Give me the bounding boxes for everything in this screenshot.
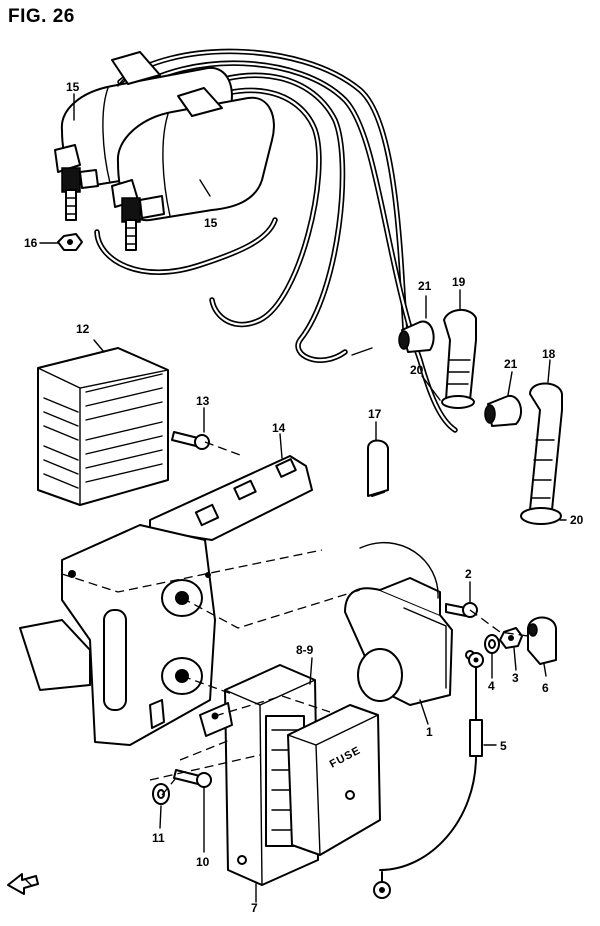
seal-21-b (484, 394, 523, 427)
callout-numbers: 15 15 16 21 19 20 21 18 17 20 12 13 14 2… (24, 80, 584, 915)
fuse-cover: FUSE (287, 704, 381, 856)
main-bracket (19, 524, 216, 746)
callout-15-rear: 15 (66, 80, 80, 94)
boot-6 (527, 616, 557, 665)
washer-4 (484, 634, 500, 654)
screw-10 (173, 769, 212, 788)
callout-2: 2 (465, 567, 472, 581)
clamp-17 (367, 439, 389, 497)
bolt-13 (171, 431, 210, 450)
nut-16 (57, 233, 83, 251)
assembly-lines (61, 441, 529, 796)
callout-13: 13 (196, 394, 210, 408)
bolt-2 (445, 602, 478, 618)
callout-5: 5 (500, 739, 507, 753)
callout-15-front: 15 (204, 216, 218, 230)
callout-1: 1 (426, 725, 433, 739)
bracket-14 (149, 455, 313, 541)
figure-title: FIG. 26 (8, 6, 75, 27)
plug-cap-19 (441, 309, 477, 409)
callout-19: 19 (452, 275, 466, 289)
callout-4: 4 (488, 679, 495, 693)
high-tension-leads (94, 48, 458, 433)
callout-20-lower: 20 (570, 513, 584, 527)
leader-lines (39, 93, 567, 903)
callout-10: 10 (196, 855, 210, 869)
callout-14: 14 (272, 421, 286, 435)
callout-7: 7 (251, 901, 258, 915)
callout-3: 3 (512, 671, 519, 685)
callout-18: 18 (542, 347, 556, 361)
ignition-coil-front (111, 87, 275, 251)
callout-6: 6 (542, 681, 549, 695)
callout-8-9: 8-9 (296, 643, 314, 657)
nut-3 (499, 627, 523, 649)
callout-21-lower: 21 (504, 357, 518, 371)
seal-21-a (398, 320, 435, 353)
starter-lead (373, 652, 484, 899)
callout-16: 16 (24, 236, 38, 250)
callout-17: 17 (368, 407, 382, 421)
callout-21-upper: 21 (418, 279, 432, 293)
front-direction-arrow-icon (7, 873, 39, 895)
callout-12: 12 (76, 322, 90, 336)
callout-20-upper: 20 (410, 363, 424, 377)
plug-cap-18 (520, 382, 563, 525)
callout-11: 11 (152, 831, 165, 845)
starter-relay (344, 542, 475, 706)
regulator-rectifier (37, 347, 169, 506)
washer-11 (152, 783, 170, 805)
